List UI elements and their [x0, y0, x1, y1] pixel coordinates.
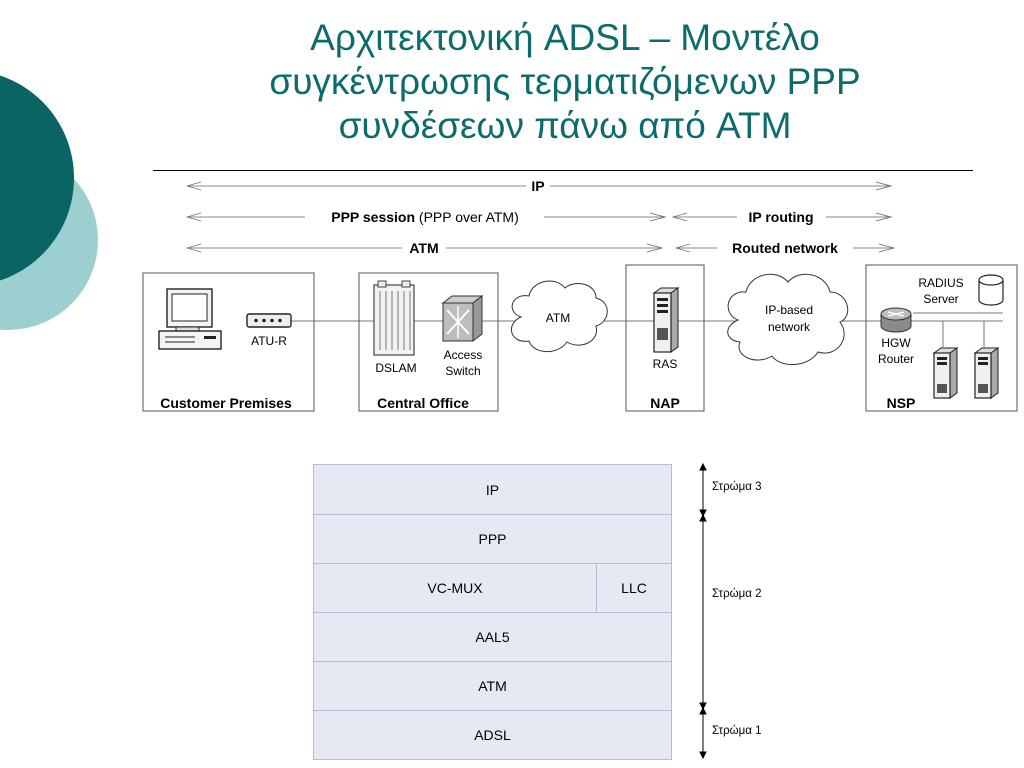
- decorative-circles: [0, 75, 98, 330]
- ip-cloud-label-2: network: [768, 320, 811, 334]
- arrowhead: [699, 706, 707, 715]
- atur-label: ATU-R: [251, 334, 287, 348]
- ip-arrow: IP: [187, 178, 891, 194]
- access-switch-label-2: Switch: [445, 364, 480, 378]
- title-line-2: συγκέντρωσης τερματιζόμενων PPP: [269, 61, 861, 102]
- atm-cloud-icon: [510, 280, 608, 353]
- ras-server-icon: [652, 287, 680, 353]
- ip-routing-arrow: IP routing: [673, 209, 891, 225]
- arrowhead: [699, 751, 707, 760]
- switch-icon: [441, 294, 484, 343]
- router-icon: [880, 307, 912, 333]
- server-icon: [932, 347, 959, 399]
- stack-row-aal5: AAL5: [314, 612, 671, 661]
- stack-cell: PPP: [478, 531, 507, 547]
- stack-cell: AAL5: [475, 629, 510, 645]
- atm-arrow: ATM: [187, 240, 662, 256]
- customer-premises-label: Customer Premises: [160, 395, 292, 411]
- layer3-label: Στρώμα 3: [712, 481, 762, 493]
- title-line-1: Αρχιτεκτονική ADSL – Μοντέλο: [310, 17, 820, 58]
- customer-premises-box: [142, 272, 315, 412]
- ras-label: RAS: [653, 357, 678, 371]
- protocol-stack: IP PPP VC-MUX LLC AAL5 ATM ADSL: [313, 464, 672, 760]
- radius-label-1: RADIUS: [918, 276, 963, 290]
- stack-cell: VC-MUX: [427, 580, 483, 596]
- dslam-label: DSLAM: [375, 361, 416, 375]
- slide-title: Αρχιτεκτονική ADSL – Μοντέλο συγκέντρωση…: [195, 16, 935, 148]
- hgw-label-2: Router: [878, 352, 914, 366]
- ip-arrow-label: IP: [531, 178, 544, 194]
- stack-cell: ADSL: [474, 727, 511, 743]
- nsp-label: NSP: [887, 395, 916, 411]
- arrowhead: [699, 513, 707, 522]
- nsp-box: [865, 264, 1018, 412]
- title-divider: [153, 170, 973, 171]
- modem-icon: [246, 313, 292, 328]
- dark-circle: [0, 75, 74, 281]
- radius-database-icon: [978, 274, 1004, 306]
- stack-row-atm: ATM: [314, 661, 671, 710]
- dslam-icon: [373, 280, 415, 356]
- stack-cell: ATM: [478, 678, 507, 694]
- arrowhead: [699, 509, 707, 518]
- routed-network-arrow: Routed network: [676, 240, 894, 256]
- layer2-label: Στρώμα 2: [712, 588, 762, 600]
- radius-label-2: Server: [923, 292, 958, 306]
- ppp-session-label: PPP session (PPP over ATM): [331, 209, 519, 225]
- nap-box: [625, 264, 705, 412]
- layer1-label: Στρώμα 1: [712, 725, 762, 737]
- stack-cell: IP: [485, 481, 500, 498]
- server-icon: [973, 347, 1000, 399]
- stack-cell-llc: LLC: [596, 564, 671, 612]
- stack-row-ppp: PPP: [314, 514, 671, 563]
- stack-row-ip: IP: [314, 465, 671, 514]
- stack-row-adsl: ADSL: [314, 710, 671, 759]
- ip-cloud-icon: [727, 273, 849, 365]
- routed-network-label: Routed network: [732, 240, 838, 256]
- ppp-session-bold: PPP session: [331, 209, 415, 225]
- hgw-label-1: HGW: [881, 336, 911, 350]
- adsl-architecture-diagram: IP PPP session (PPP over ATM) IP routing…: [142, 178, 1018, 412]
- atm-cloud-label: ATM: [546, 311, 570, 325]
- arrowhead: [699, 702, 707, 711]
- computer-icon: [158, 288, 222, 350]
- title-line-3: συνδέσεων πάνω από ATM: [338, 105, 792, 146]
- nap-label: NAP: [650, 395, 680, 411]
- access-switch-label-1: Access: [444, 348, 483, 362]
- ppp-session-normal: (PPP over ATM): [415, 209, 519, 225]
- ppp-session-arrow: PPP session (PPP over ATM): [187, 209, 665, 225]
- arrowhead: [699, 462, 707, 471]
- atm-arrow-label: ATM: [409, 240, 438, 256]
- ip-cloud-label-1: IP-based: [765, 303, 813, 317]
- ip-routing-label: IP routing: [748, 209, 813, 225]
- central-office-box: [358, 272, 499, 412]
- central-office-label: Central Office: [377, 395, 469, 411]
- stack-row-encapsulation: VC-MUX LLC: [314, 563, 671, 612]
